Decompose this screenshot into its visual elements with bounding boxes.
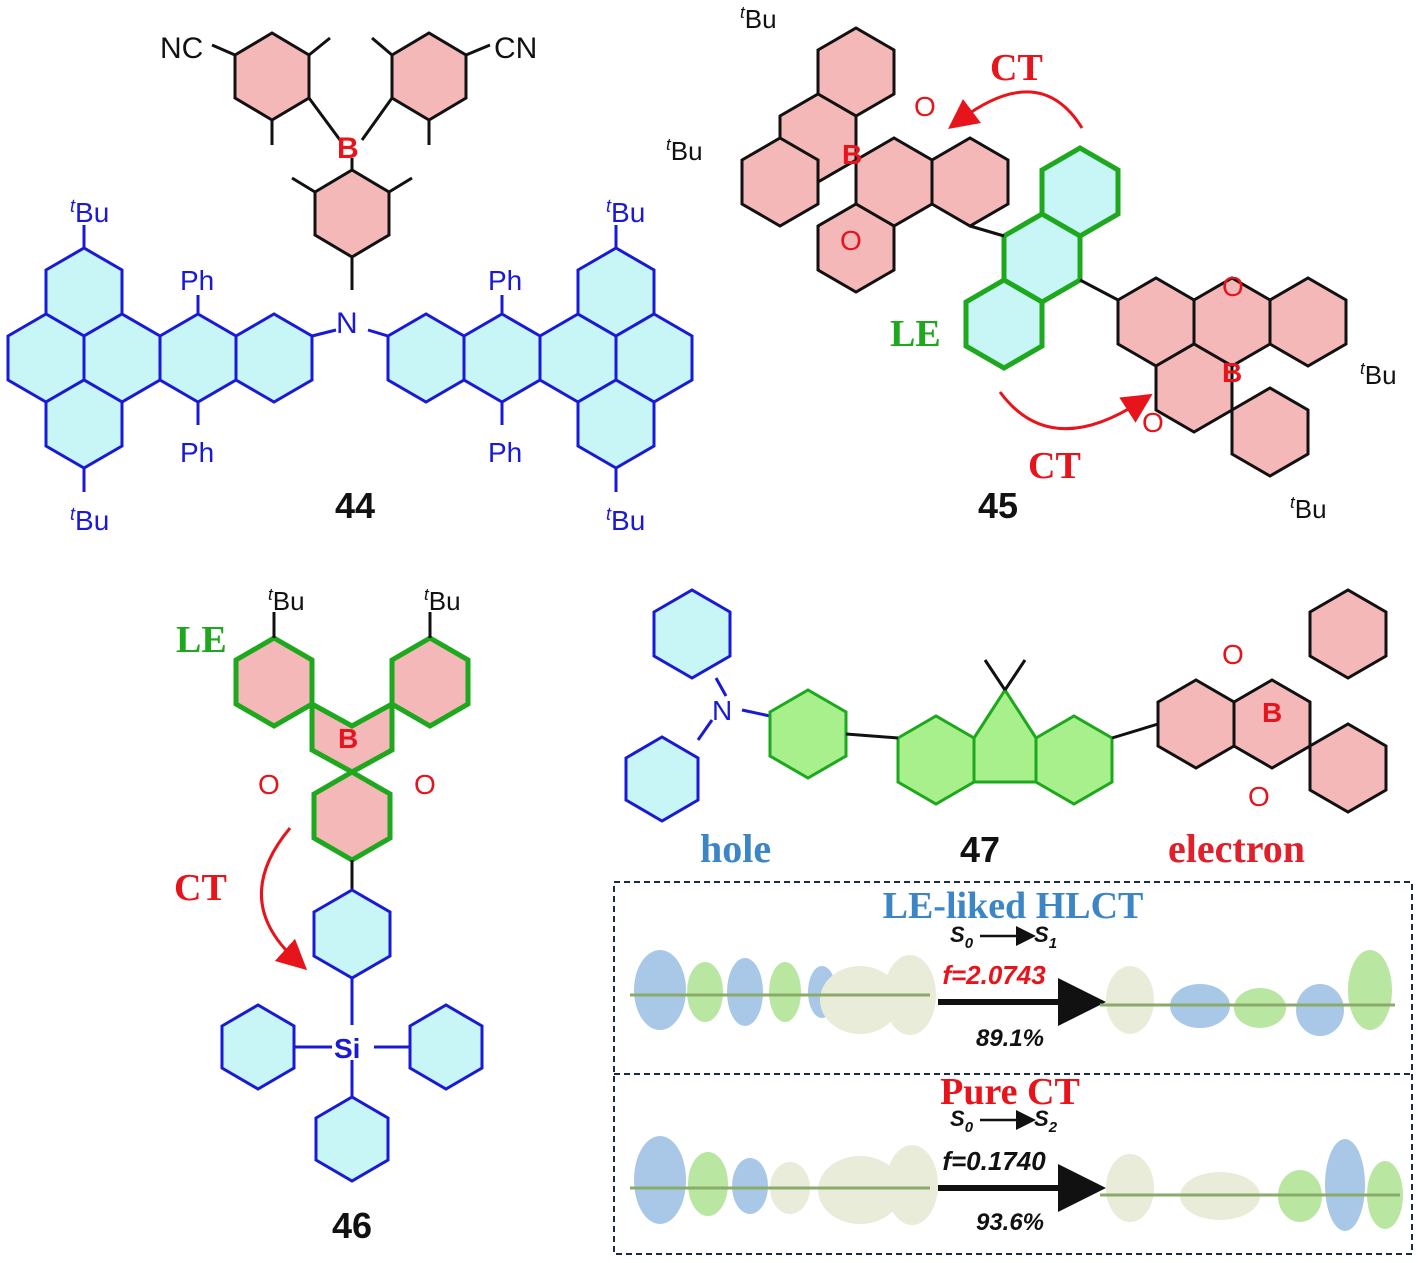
le-label-45: LE (890, 313, 941, 355)
ct-arrow-45-top (947, 90, 1084, 129)
fluorene-bridge (768, 687, 1114, 806)
oxygen-label-45-a: O (914, 91, 936, 122)
oxygen-label-47-bottom: O (1248, 781, 1270, 812)
left-pah-rings (6, 246, 314, 470)
tbu-label-46-r: tBu (424, 585, 461, 616)
boron-label-47: B (1262, 697, 1282, 728)
tbu-label-44-tr: tBu (606, 196, 645, 228)
compound-47: N B O O hole 47 electron (624, 588, 1388, 871)
compound-46: B O O tBu tBu LE Si CT 46 (174, 585, 484, 1246)
ph-label-44-tr: Ph (488, 265, 522, 296)
bond-45-lower (1079, 278, 1119, 302)
oxygen-label-46-l: O (258, 769, 280, 800)
orbital-excited-bottom (1100, 1139, 1403, 1231)
compound-45: B O O tBu tBu LE B O O tBu tBu CT CT 45 (666, 3, 1397, 526)
compound-44: NC CN B N Ph Ph tBu tBu (6, 31, 694, 536)
state-s1-top: S1 (1034, 922, 1057, 952)
state-s0-top: S0 (950, 922, 974, 952)
boron-label-45-top: B (842, 139, 862, 170)
oxaborin-upper (740, 26, 1010, 294)
state-s0-bottom: S0 (950, 1106, 974, 1136)
ph-label-44-br: Ph (488, 437, 522, 468)
oxygen-label-45-d: O (1142, 407, 1164, 438)
panel-bottom: Pure CT S0 S2 f=0.1740 93.6% (630, 1071, 1403, 1236)
boron-label-44: B (337, 132, 359, 165)
ct-label-46: CT (174, 867, 227, 909)
percent-bottom: 93.6% (976, 1209, 1044, 1236)
silicon-label-46: Si (334, 1033, 360, 1064)
nitrogen-label-44: N (336, 307, 358, 340)
oxygen-label-46-r: O (414, 769, 436, 800)
ct-label-45-bottom: CT (1028, 445, 1081, 487)
oxygen-label-47-top: O (1222, 639, 1244, 670)
tbu-label-44-tl: tBu (70, 196, 109, 228)
boron-label-45-bottom: B (1222, 357, 1242, 388)
tbu-label-45-b: tBu (666, 135, 703, 166)
oxygen-label-45-c: O (1222, 271, 1244, 302)
anthracene-core (963, 145, 1121, 371)
right-pah-rings (386, 246, 694, 470)
le-label-46: LE (176, 619, 227, 661)
oxaborin-46 (233, 635, 471, 863)
boron-label-46: B (338, 723, 358, 754)
electron-label: electron (1168, 826, 1305, 871)
compound-number-45: 45 (978, 485, 1018, 526)
nitrogen-label-47: N (712, 695, 732, 726)
ph-label-44-bl: Ph (180, 437, 214, 468)
tbu-label-46-l: tBu (268, 585, 305, 616)
oscillator-bottom: f=0.1740 (942, 1146, 1046, 1176)
oxygen-label-45-b: O (840, 225, 862, 256)
percent-top: 89.1% (976, 1025, 1044, 1052)
oxaborin-47 (1156, 588, 1388, 814)
tbu-label-45-a: tBu (740, 3, 777, 34)
oscillator-top: f=2.0743 (942, 960, 1046, 990)
nitrile-label-left: NC (160, 32, 203, 65)
orbital-ground-top (630, 950, 936, 1035)
ct-label-45-top: CT (990, 47, 1043, 89)
silyl-phenyl-rings (220, 888, 484, 1183)
bond-45-upper (969, 224, 1005, 238)
panel-bottom-title: Pure CT (940, 1071, 1080, 1113)
panel-top-title: LE-liked HLCT (883, 885, 1144, 927)
transition-panels: LE-liked HLCT S0 S1 f=2.0743 89.1% (613, 881, 1413, 1255)
panel-frame (613, 881, 1413, 1255)
panel-top: LE-liked HLCT S0 S1 f=2.0743 89.1% (630, 885, 1395, 1052)
compound-number-44: 44 (335, 485, 375, 526)
tbu-label-44-br: tBu (606, 504, 645, 536)
orbital-ground-bottom (630, 1136, 938, 1225)
ct-arrow-46 (259, 827, 308, 971)
oxaborin-lower (1116, 276, 1348, 478)
tbu-label-45-c: tBu (1360, 359, 1397, 390)
tbu-label-45-d: tBu (1290, 493, 1327, 524)
ph-label-44-tl: Ph (180, 265, 214, 296)
orbital-excited-top (1100, 950, 1395, 1036)
compound-number-46: 46 (332, 1205, 372, 1246)
compound-number-47: 47 (960, 829, 1000, 870)
diphenylamine-rings (624, 588, 732, 823)
nitrile-label-right: CN (494, 32, 537, 65)
state-s2-bottom: S2 (1034, 1106, 1058, 1136)
tbu-label-44-bl: tBu (70, 504, 109, 536)
ct-arrow-45-bottom (998, 391, 1153, 431)
hole-label: hole (700, 826, 771, 871)
